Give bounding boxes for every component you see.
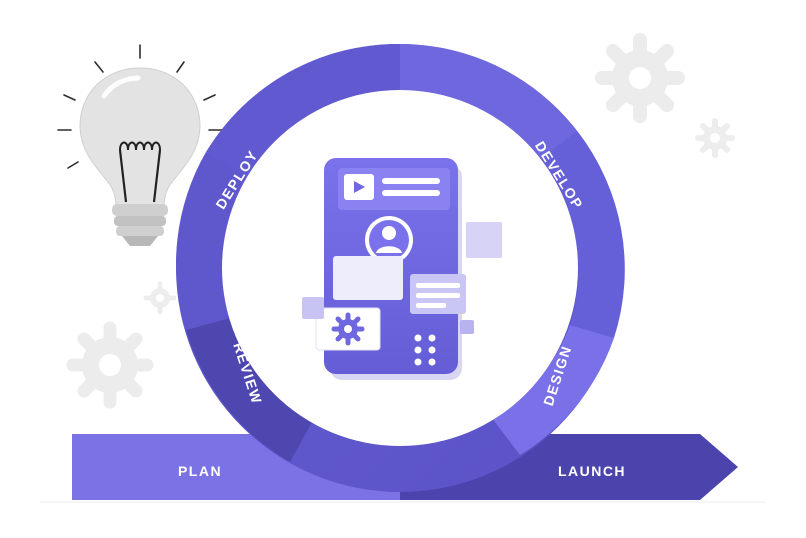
- stage-label-test: TEST: [382, 88, 424, 104]
- app-grid-icon: [414, 334, 436, 366]
- stage-label-plan: PLAN: [178, 463, 222, 479]
- gear-icon: [143, 281, 177, 315]
- gear-icon: [595, 33, 685, 123]
- gear-icon: [66, 321, 154, 409]
- settings-gear-icon: [331, 312, 365, 346]
- stage-label-launch: LAUNCH: [558, 463, 626, 479]
- gear-icon: [695, 118, 735, 158]
- phone-illustration: [302, 158, 502, 380]
- lightbulb-icon: [57, 44, 223, 246]
- play-icon: [344, 174, 374, 200]
- user-avatar-icon: [365, 216, 413, 264]
